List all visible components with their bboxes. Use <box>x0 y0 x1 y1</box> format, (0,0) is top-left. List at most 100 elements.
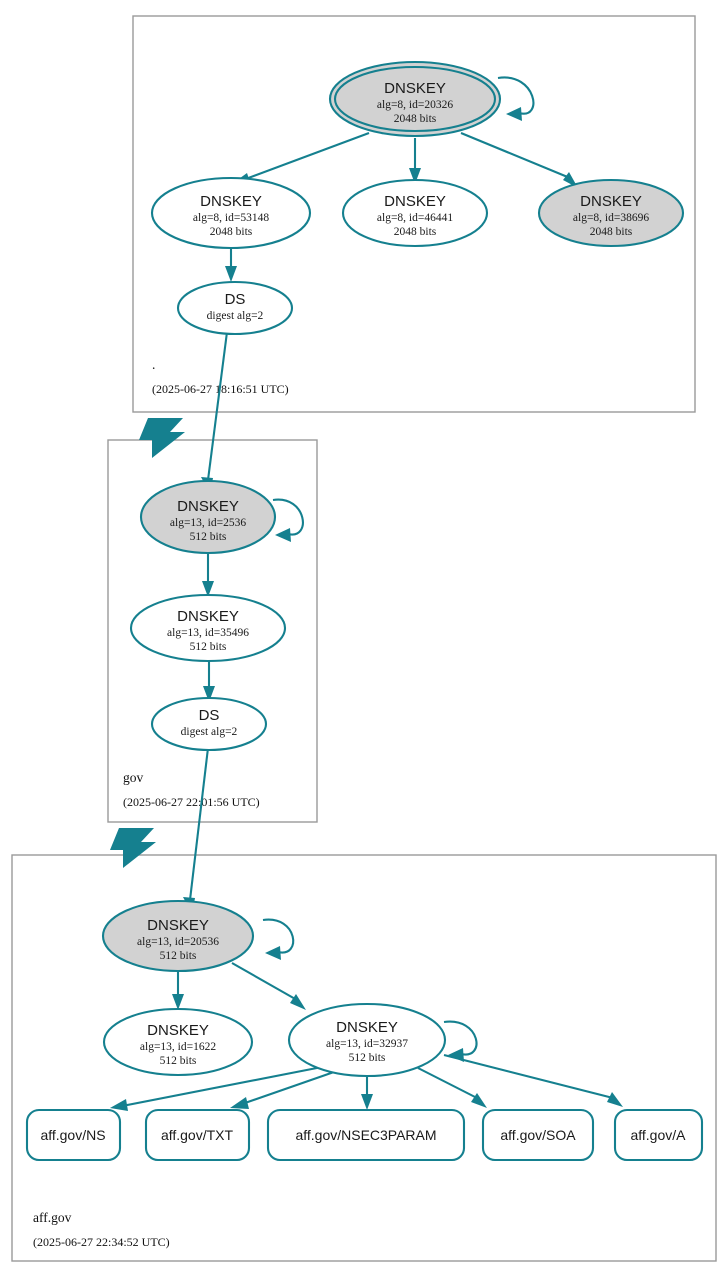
node-root-ds-gov[interactable]: DS digest alg=2 <box>176 280 294 336</box>
arrowhead-icon <box>230 1097 249 1109</box>
edge-rrsig-root-ksk-to-38696 <box>460 132 578 188</box>
node-detail-label: alg=8, id=46441 <box>377 212 453 224</box>
edge-zone-delegation-gov-to-affgov <box>110 828 156 868</box>
rrset-label: aff.gov/TXT <box>161 1127 234 1143</box>
node-type-label: DNSKEY <box>147 917 209 934</box>
arrowhead-icon <box>225 266 237 282</box>
zone-label-affgov: aff.gov <box>33 1210 72 1225</box>
edge-rrsig-gov-ksk-to-35496 <box>202 553 214 597</box>
node-type-label: DNSKEY <box>336 1019 398 1036</box>
node-size-label: 512 bits <box>349 1052 386 1064</box>
node-type-label: DNSKEY <box>200 193 262 210</box>
zone-box-root <box>132 15 696 413</box>
rrset-nsec3param[interactable]: aff.gov/NSEC3PARAM <box>266 1108 466 1162</box>
node-affgov-dnskey-32937[interactable]: DNSKEY alg=13, id=32937 512 bits <box>287 1002 447 1078</box>
node-type-label: DNSKEY <box>384 80 446 97</box>
node-detail-label: alg=13, id=32937 <box>326 1038 408 1050</box>
zone-affgov: aff.gov (2025-06-27 22:34:52 UTC) <box>11 854 717 1262</box>
node-affgov-dnskey-1622[interactable]: DNSKEY alg=13, id=1622 512 bits <box>102 1007 254 1077</box>
arrowhead-icon <box>506 107 522 121</box>
zone-timestamp-gov: (2025-06-27 22:01:56 UTC) <box>123 795 260 809</box>
edge-rrsig-root-ksk-to-53148 <box>232 132 370 185</box>
node-type-label: DS <box>225 291 246 308</box>
node-size-label: 2048 bits <box>210 226 253 238</box>
arrowhead-icon <box>471 1093 487 1108</box>
edge-rrsig-root-ksk-to-46441 <box>409 138 421 184</box>
edge-ds-delegation-gov-to-affgov <box>183 747 210 914</box>
edge-rrsig-affgov-ksk-to-1622 <box>172 970 184 1010</box>
rrset-box <box>144 1108 251 1162</box>
edge-self-sign-root-ksk <box>497 76 535 121</box>
arrowhead-icon <box>203 686 215 702</box>
node-type-label: DNSKEY <box>384 193 446 210</box>
node-ellipse <box>101 899 255 973</box>
node-size-label: 512 bits <box>190 531 227 543</box>
node-ellipse <box>176 280 294 336</box>
node-detail-label: digest alg=2 <box>181 726 238 738</box>
rrset-label: aff.gov/SOA <box>500 1127 576 1143</box>
node-type-label: DNSKEY <box>177 608 239 625</box>
arrowhead-icon <box>607 1092 623 1107</box>
node-ellipse <box>537 178 685 248</box>
node-affgov-dnskey-20536[interactable]: DNSKEY alg=13, id=20536 512 bits <box>101 899 255 973</box>
edge-self-sign-gov-ksk <box>272 498 304 542</box>
node-size-label: 512 bits <box>160 950 197 962</box>
node-root-dnskey-38696[interactable]: DNSKEY alg=8, id=38696 2048 bits <box>537 178 685 248</box>
edge-rrsig-32937-to-a <box>443 1053 623 1107</box>
node-gov-dnskey-35496[interactable]: DNSKEY alg=13, id=35496 512 bits <box>129 593 287 663</box>
node-ellipse <box>150 696 268 752</box>
node-size-label: 2048 bits <box>394 226 437 238</box>
node-gov-ds-affgov[interactable]: DS digest alg=2 <box>150 696 268 752</box>
node-detail-label: alg=8, id=20326 <box>377 99 453 111</box>
node-detail-label: alg=13, id=20536 <box>137 936 219 948</box>
zone-box-affgov <box>11 854 717 1262</box>
rrset-soa[interactable]: aff.gov/SOA <box>481 1108 595 1162</box>
rrset-box <box>481 1108 595 1162</box>
edge-rrsig-32937-to-nsec3param <box>361 1075 373 1110</box>
node-detail-label: alg=8, id=38696 <box>573 212 649 224</box>
node-detail-label: alg=13, id=35496 <box>167 627 249 639</box>
edge-rrsig-32937-to-soa <box>417 1067 487 1108</box>
arrowhead-icon <box>409 168 421 184</box>
node-type-label: DNSKEY <box>580 193 642 210</box>
node-root-dnskey-46441[interactable]: DNSKEY alg=8, id=46441 2048 bits <box>341 178 489 248</box>
node-ellipse <box>150 176 312 250</box>
node-inner-ellipse <box>333 65 497 133</box>
arrowhead-icon <box>265 946 281 960</box>
node-detail-label: digest alg=2 <box>207 310 264 322</box>
node-ellipse <box>341 178 489 248</box>
node-detail-label: alg=13, id=2536 <box>170 517 246 529</box>
rrset-txt[interactable]: aff.gov/TXT <box>144 1108 251 1162</box>
rrset-box <box>266 1108 466 1162</box>
arrowhead-icon <box>361 1094 373 1110</box>
node-type-label: DNSKEY <box>147 1022 209 1039</box>
node-size-label: 512 bits <box>160 1055 197 1067</box>
arrowhead-icon <box>202 581 214 597</box>
edge-ds-delegation-root-to-gov <box>201 331 229 494</box>
edge-rrsig-35496-to-ds <box>203 660 215 702</box>
node-ellipse <box>102 1007 254 1077</box>
node-root-dnskey-20326[interactable]: DNSKEY alg=8, id=20326 2048 bits <box>328 60 502 138</box>
node-detail-label: alg=13, id=1622 <box>140 1041 216 1053</box>
rrset-ns[interactable]: aff.gov/NS <box>25 1108 122 1162</box>
rrset-label: aff.gov/NSEC3PARAM <box>295 1127 436 1143</box>
arrowhead-icon <box>110 1099 128 1111</box>
arrowhead-icon <box>172 994 184 1010</box>
edge-rrsig-affgov-ksk-to-32937 <box>231 962 306 1010</box>
node-gov-dnskey-2536[interactable]: DNSKEY alg=13, id=2536 512 bits <box>139 479 277 555</box>
edge-rrsig-32937-to-ns <box>110 1065 323 1111</box>
edge-rrsig-53148-to-ds <box>225 248 237 282</box>
rrset-box <box>613 1108 704 1162</box>
zone-label-root: . <box>152 357 155 372</box>
zone-label-gov: gov <box>123 770 144 785</box>
node-root-dnskey-53148[interactable]: DNSKEY alg=8, id=53148 2048 bits <box>150 176 312 250</box>
rrset-label: aff.gov/NS <box>40 1127 105 1143</box>
rrset-a[interactable]: aff.gov/A <box>613 1108 704 1162</box>
edge-zone-delegation-root-to-gov <box>139 418 185 458</box>
node-detail-label: alg=8, id=53148 <box>193 212 269 224</box>
node-type-label: DS <box>199 707 220 724</box>
node-size-label: 512 bits <box>190 641 227 653</box>
rrset-box <box>25 1108 122 1162</box>
